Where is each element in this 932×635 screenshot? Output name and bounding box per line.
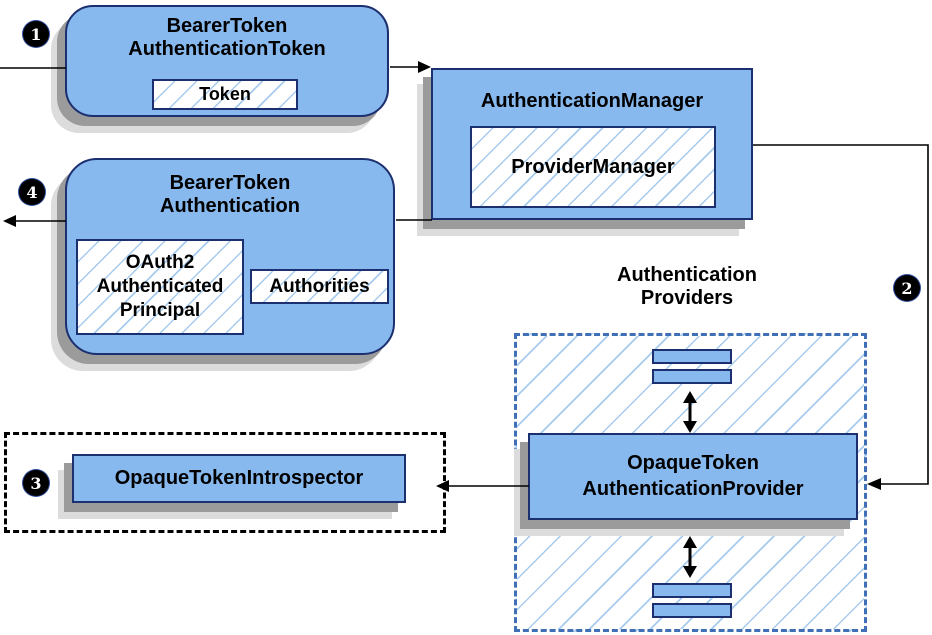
step-3-number: 3 — [30, 473, 42, 493]
provider-placeholder-bar — [652, 583, 732, 598]
step-4-badge: 4 — [19, 179, 45, 205]
node-title: BearerToken AuthenticationToken — [67, 7, 387, 61]
authentication-providers-heading: Authentication Providers — [577, 264, 797, 310]
authorities-label: Authorities — [269, 275, 370, 297]
introspector-label: OpaqueTokenIntrospector — [114, 467, 364, 489]
authentication-out-arrowhead — [3, 215, 16, 227]
node-title: AuthenticationManager — [480, 90, 704, 112]
title-line: OpaqueToken — [627, 452, 759, 474]
step-1-badge: 1 — [23, 21, 49, 47]
provider-manager-label: ProviderManager — [511, 155, 675, 178]
principal-line: Authenticated — [96, 276, 224, 297]
step-2-number: 2 — [901, 278, 913, 298]
title-line: AuthenticationToken — [128, 38, 326, 60]
title-line: AuthenticationProvider — [582, 478, 804, 500]
node-title: OpaqueToken AuthenticationProvider — [530, 435, 856, 502]
heading-line: Authentication — [617, 264, 757, 286]
title-line: BearerToken — [166, 15, 288, 37]
node-title: BearerToken Authentication — [67, 160, 393, 218]
provider-placeholder-bar — [652, 369, 732, 384]
node-opaque-token-introspector: OpaqueTokenIntrospector — [72, 454, 406, 503]
principal-line: Principal — [119, 300, 201, 321]
title-line: Authentication — [160, 195, 300, 217]
node-authentication-manager: AuthenticationManager ProviderManager — [431, 68, 753, 220]
manager-to-provider-arrowhead — [867, 478, 881, 490]
node-opaque-token-authentication-provider: OpaqueToken AuthenticationProvider — [528, 433, 858, 520]
step-2-badge: 2 — [894, 275, 920, 301]
title-line: BearerToken — [169, 172, 291, 194]
principal-line: OAuth2 — [125, 252, 195, 273]
provider-placeholder-bar — [652, 349, 732, 364]
node-bearer-token-authentication: BearerToken Authentication OAuth2 Authen… — [65, 158, 395, 355]
token-inner-box: Token — [152, 79, 298, 110]
token-to-manager-arrowhead — [418, 61, 431, 73]
oauth2-authenticated-principal-box: OAuth2 Authenticated Principal — [76, 239, 244, 335]
provider-manager-inner-box: ProviderManager — [470, 126, 716, 208]
authorities-box: Authorities — [250, 269, 389, 304]
node-bearer-token-authentication-token: BearerToken AuthenticationToken Token — [65, 5, 389, 117]
provider-placeholder-bar — [652, 603, 732, 618]
step-4-number: 4 — [26, 182, 38, 202]
step-1-number: 1 — [30, 24, 42, 44]
step-3-badge: 3 — [23, 470, 49, 496]
heading-line: Providers — [640, 287, 734, 309]
token-label: Token — [199, 84, 251, 104]
